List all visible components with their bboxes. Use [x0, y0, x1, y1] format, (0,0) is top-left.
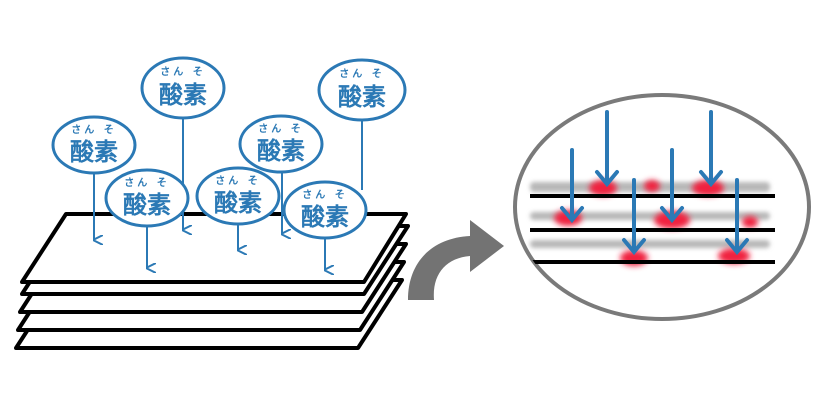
oxygen-arrows	[93, 118, 363, 270]
oxygen-label: 酸素	[301, 203, 349, 231]
mag-arrow-4	[660, 148, 684, 224]
furigana: さん そ	[71, 124, 116, 136]
oxygen-label: 酸素	[257, 137, 305, 165]
mag-arrow-2	[699, 110, 723, 188]
oxygen-bubble: さん そ 酸素	[140, 56, 226, 120]
zoom-arrow	[408, 220, 504, 300]
oxygen-bubble: さん そ 酸素	[195, 166, 281, 226]
oxygen-label: 酸素	[338, 83, 386, 111]
mag-arrow-5	[622, 178, 646, 256]
oxygen-bubble: さん そ 酸素	[104, 168, 190, 228]
mag-arrow-6	[725, 178, 749, 256]
oxygen-label: 酸素	[123, 191, 171, 219]
magnified-view	[513, 93, 811, 321]
oxygen-label: 酸素	[70, 138, 118, 166]
oxygen-label: 酸素	[159, 81, 207, 109]
oxygen-bubble: さん そ 酸素	[282, 180, 368, 240]
magnified-arrows	[560, 110, 749, 256]
furigana: さん そ	[302, 189, 347, 201]
oxygen-bubble: さん そ 酸素	[317, 58, 407, 122]
furigana: さん そ	[215, 175, 260, 187]
oxygen-bubble: さん そ 酸素	[51, 115, 137, 175]
oxygen-bubble: さん そ 酸素	[238, 114, 324, 174]
furigana: さん そ	[339, 68, 384, 80]
furigana: さん そ	[258, 123, 303, 135]
oxygen-label: 酸素	[214, 189, 262, 217]
oxygen-bubbles: さん そ 酸素 さん そ 酸素 さん そ 酸素 さん そ 酸素 さん そ 酸素 …	[51, 56, 407, 240]
mag-arrow-3	[560, 148, 584, 224]
mag-arrow-1	[595, 110, 619, 188]
furigana: さん そ	[124, 177, 169, 189]
furigana: さん そ	[160, 66, 205, 78]
